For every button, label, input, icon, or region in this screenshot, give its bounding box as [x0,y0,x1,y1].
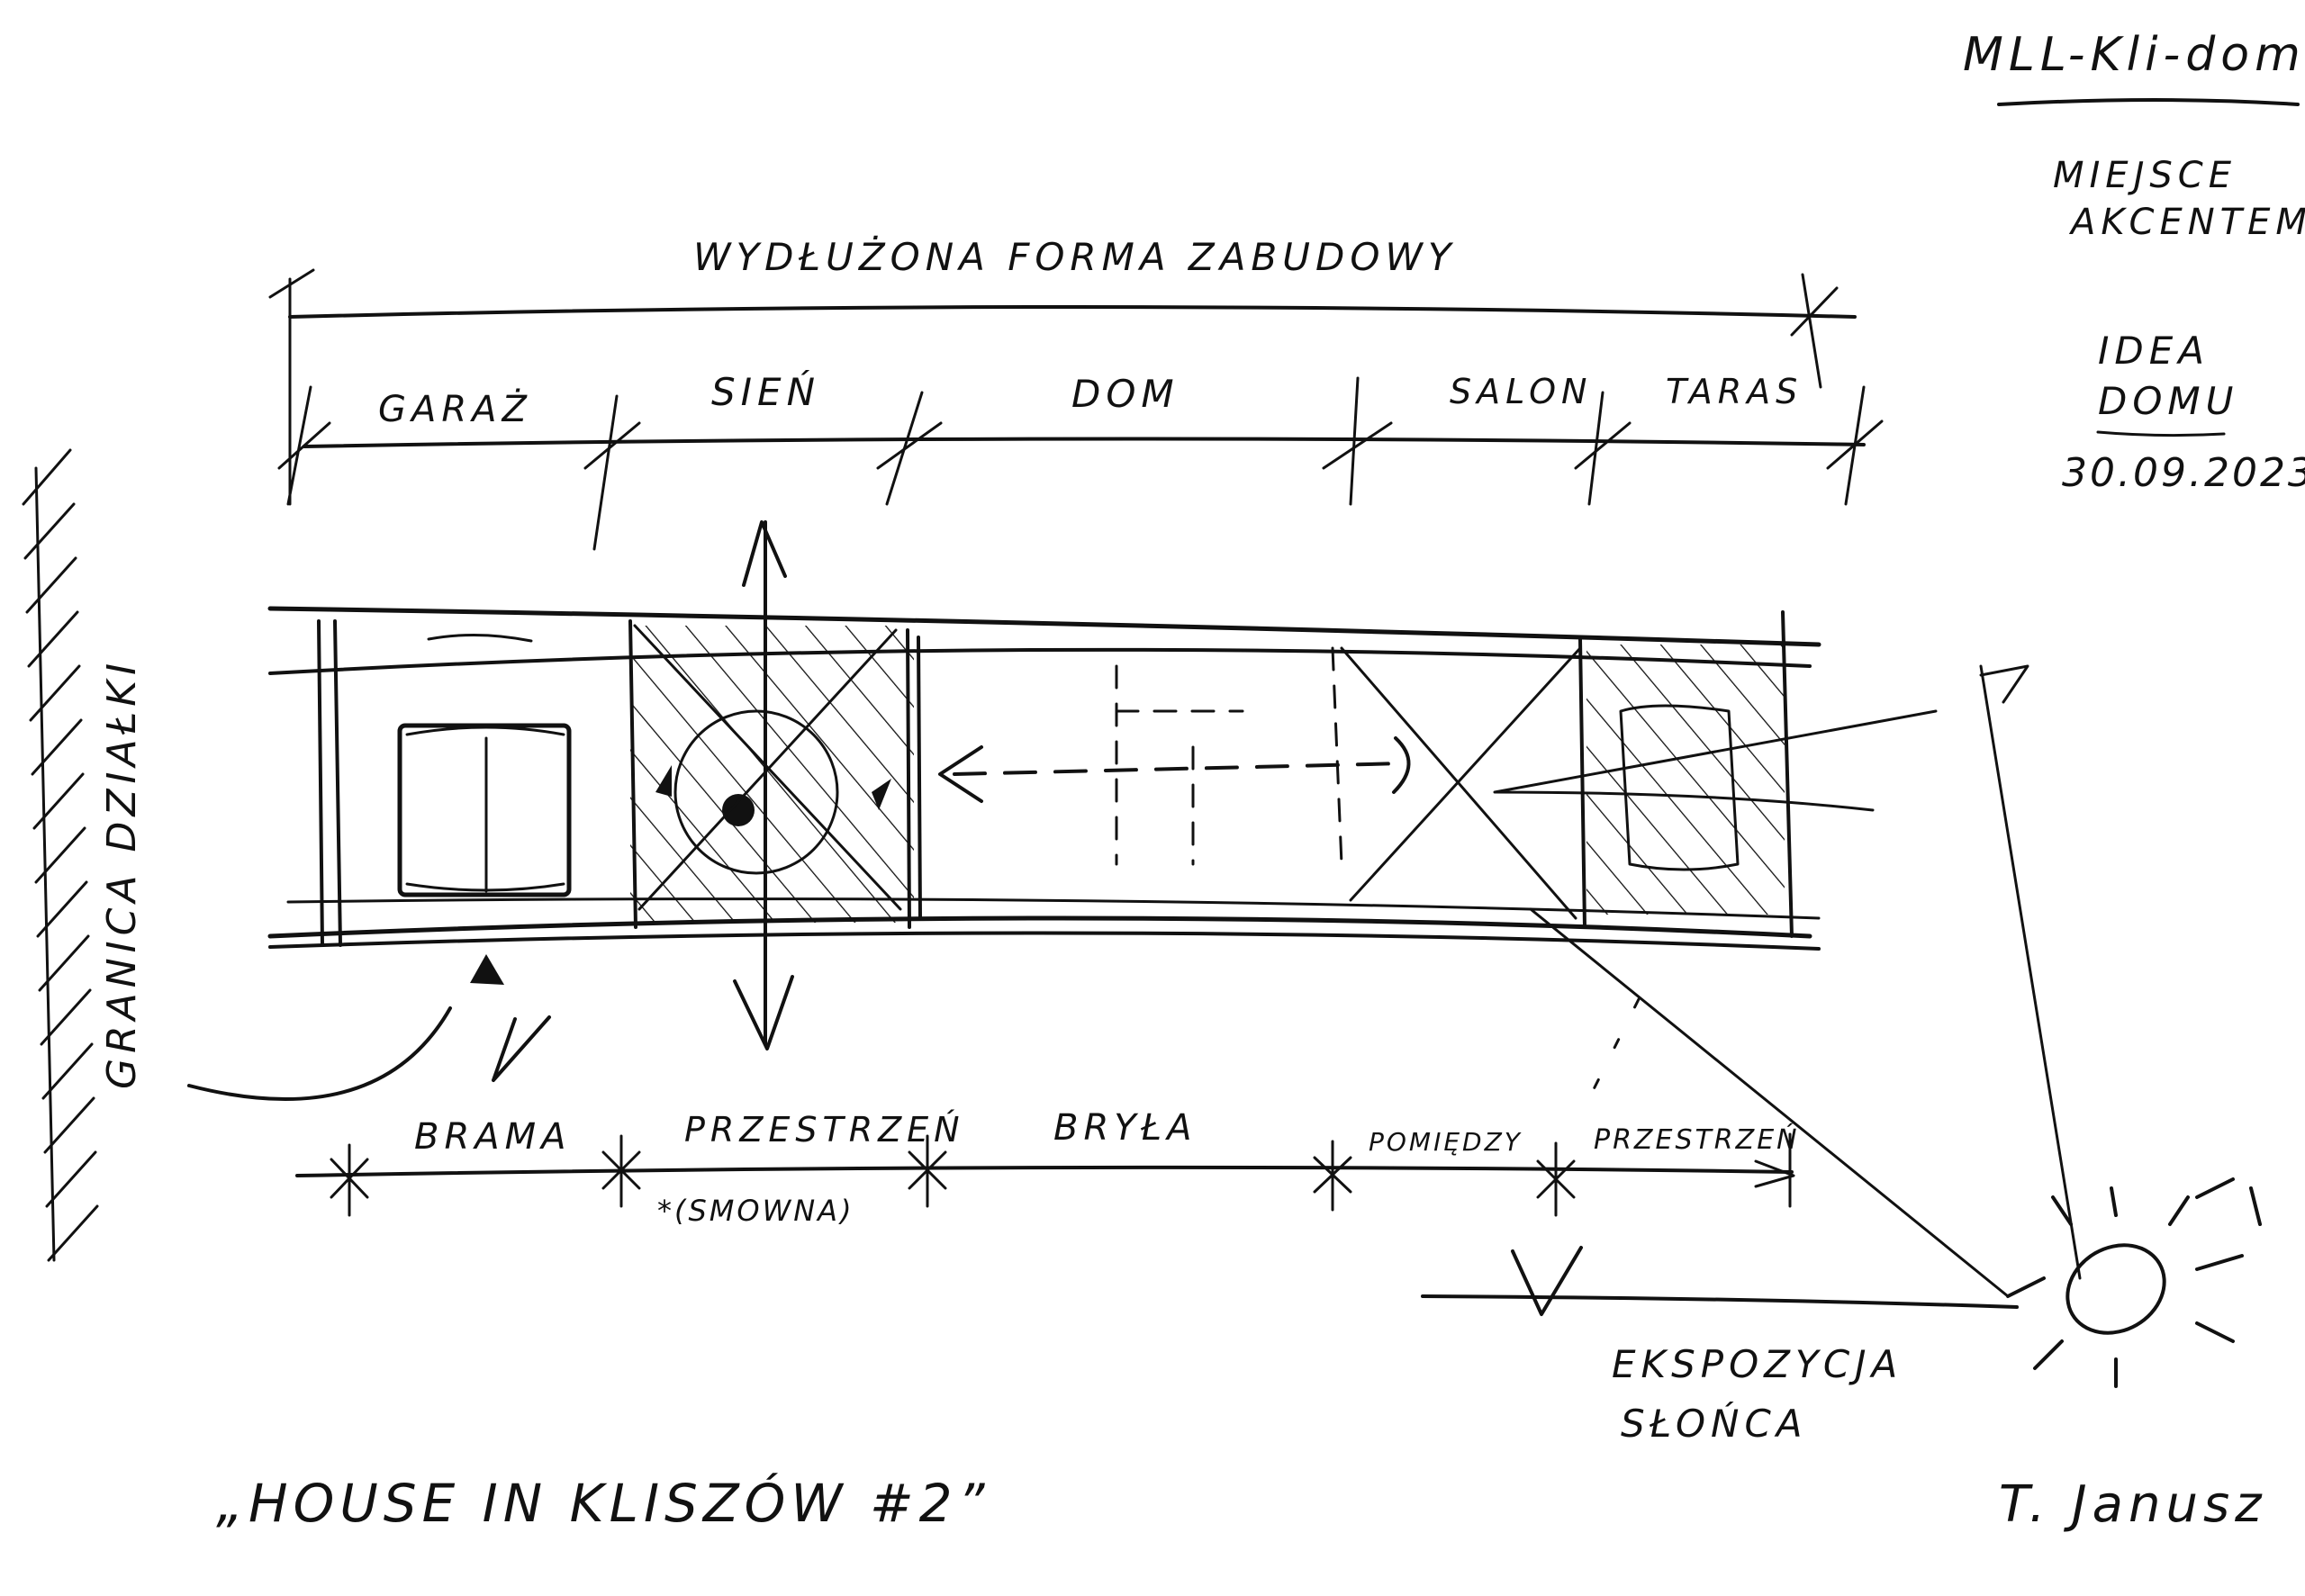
house-left-wall [917,636,922,920]
top-dimension: WYDŁUŻONA FORMA ZABUDOWY GARAŻ SIEŃ DOM … [268,235,1884,551]
hall-circle [673,709,839,875]
plan-top-wall-inner [268,647,1812,675]
hall-marker-right [872,779,891,810]
segment-living: SALON [1450,372,1592,411]
hall-marker-left [655,765,672,797]
bottom-dimension: BRAMA PRZESTRZEŃ BRYŁA POMIĘDZY PRZESTRZ… [295,1107,1800,1228]
sun-rays [1493,664,2082,1298]
plan-bottom-wall [267,915,1812,939]
sun-ray-arrow [1979,664,2029,704]
plot-boundary: GRANICA DZIAŁKI [22,448,145,1262]
bottom-segment-between: POMIĘDZY [1369,1127,1523,1157]
terrace-end-wall [1781,610,1794,938]
bottom-segment-space-2: PRZESTRZEŃ [1594,1123,1800,1156]
plan-top-wall [267,606,1821,647]
drawing-title: „HOUSE IN KLISZÓW #2” [216,1472,990,1534]
site-plan [187,520,1821,1101]
bottom-tick-5 [1536,1141,1576,1217]
plan-bottom-wall-outer [268,931,1821,951]
top-dimension-line [288,305,1857,319]
house-interior-dashed [1115,646,1343,866]
segments-line [303,437,1866,448]
terrace-hatch [1586,645,1785,915]
bottom-tick-6 [1754,1132,1795,1208]
hall-center-point [722,794,755,826]
idea-line-1: IDEA [2098,329,2210,373]
date-label: 30.09.2023 [2062,450,2305,496]
sun-exposure: EKSPOZYCJA SŁOŃCA [1421,1177,2262,1446]
header-block: MLL-Kli-dom2 MIEJSCE AKCENTEM IDEA DOMU … [1963,28,2305,496]
house-view-arrow-left [938,745,983,803]
signature: T. Janusz [1999,1475,2267,1534]
bottom-tick-2 [601,1134,641,1208]
project-code: MLL-Kli-dom2 [1963,28,2305,82]
bottom-dimension-note: *(SMOWNA) [657,1194,854,1228]
bottom-segment-gate: BRAMA [414,1116,571,1158]
bottom-segment-space-1: PRZESTRZEŃ [684,1110,965,1150]
top-dimension-label: WYDŁUŻONA FORMA ZABUDOWY [693,235,1457,279]
idea-line-2: DOMU [2098,379,2238,423]
place-line-2: AKCENTEM [2068,202,2305,243]
sun-axis-arrow [1511,1246,1583,1316]
sun-label-line-2: SŁOŃCA [1621,1401,1808,1446]
house-view-axis [953,762,1406,776]
terrace-furniture [1619,704,1740,871]
living-cross [1340,646,1582,920]
plot-boundary-label: GRANICA DZIAŁKI [99,658,145,1089]
hall-walls [628,619,911,929]
bottom-tick-3 [908,1134,947,1208]
sun-axis-line [1421,1294,2019,1309]
entrance-arrow-line [187,1006,452,1101]
sun-label-line-1: EKSPOZYCJA [1612,1342,1903,1386]
sun-ray-lines [1493,664,2082,1298]
garage-car-detail [405,726,565,893]
top-dimension-tick-left [268,268,315,506]
garage-car [397,723,572,897]
segment-garage: GARAŻ [378,387,532,430]
hall-axis-arrow [733,520,794,1050]
segment-hall: SIEŃ [711,369,820,414]
bottom-tick-4 [1313,1140,1352,1212]
living-right-wall [1578,637,1586,929]
segment-house: DOM [1071,372,1180,416]
place-line-1: MIEJSCE [2053,155,2237,196]
bottom-segment-form: BRYŁA [1053,1107,1198,1149]
garage-window [427,633,533,643]
hall-cross [633,624,902,911]
bottom-tick-1 [330,1143,369,1217]
segment-tick-slashes [277,419,1884,470]
entrance-marker [470,954,504,985]
top-dimension-tick-right [1790,273,1839,389]
project-code-underline [1997,98,2300,106]
idea-underline [2096,430,2226,437]
sun-icon [2065,1243,2166,1335]
plan-left-end [317,619,342,947]
sun-icon-rays [2006,1177,2262,1388]
entrance-arrow-head [492,1015,551,1082]
house-view-arrow-right [1392,736,1411,794]
bottom-dimension-line [295,1165,1794,1177]
sun-dashed-line [1583,997,1641,1109]
plot-boundary-hatch [22,448,99,1262]
segment-terrace: TARAS [1666,372,1803,411]
